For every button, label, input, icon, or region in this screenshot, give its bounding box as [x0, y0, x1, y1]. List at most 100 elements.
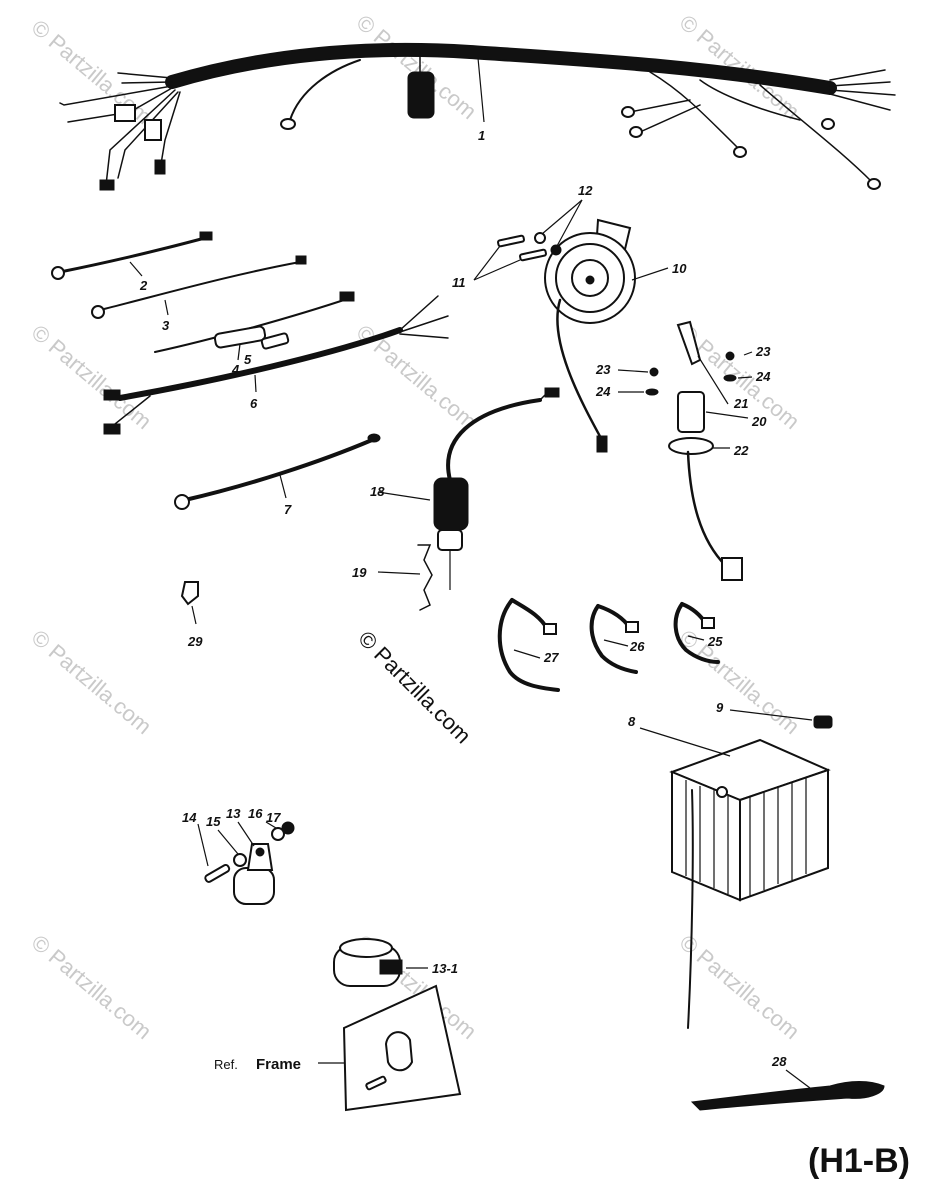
callout-23-left: 23	[595, 362, 611, 377]
harness-terminal	[280, 118, 296, 130]
harness-connector	[99, 179, 115, 191]
callout-25: 25	[707, 634, 723, 649]
frame-label: Frame	[256, 1056, 301, 1073]
callout-20: 20	[751, 414, 767, 429]
watermarks: © Partzilla.com © Partzilla.com © Partzi…	[27, 10, 805, 1044]
callout-2: 2	[139, 278, 148, 293]
fuse-holder	[213, 325, 267, 349]
watermark: © Partzilla.com	[675, 625, 805, 739]
wire-clip: 29	[180, 581, 203, 649]
horn-nut	[550, 244, 562, 256]
spring	[417, 544, 433, 611]
washer	[271, 827, 285, 841]
horn-bolt	[497, 234, 525, 248]
horn-washer	[534, 232, 546, 244]
harness-condenser	[407, 71, 435, 119]
harness-terminal	[867, 178, 881, 190]
watermark: © Partzilla.com	[27, 320, 157, 434]
battery-terminal-bolt	[813, 715, 833, 729]
harness-connector	[154, 159, 166, 175]
lead-wires: 2 3 4 5 6 7	[51, 231, 449, 517]
screw	[725, 351, 735, 361]
ground-terminal	[367, 433, 381, 443]
ignition-switch	[677, 391, 705, 433]
callout-24-right: 24	[755, 369, 771, 384]
wire-terminal	[51, 266, 65, 280]
battery-assembly: 8 9	[628, 700, 833, 1029]
watermark: © Partzilla.com	[27, 15, 157, 129]
harness-connector	[144, 119, 162, 141]
center-watermark: © Partzilla.com	[353, 626, 476, 749]
frame-reference: 13-1 Ref. Frame	[214, 938, 462, 1112]
washer	[723, 374, 737, 382]
wire-terminal	[91, 305, 105, 319]
wire-terminal	[339, 291, 355, 302]
bolt	[204, 863, 231, 883]
callout-13-1: 13-1	[432, 961, 458, 976]
callout-18: 18	[370, 484, 385, 499]
callout-26: 26	[629, 639, 645, 654]
callout-19: 19	[352, 565, 367, 580]
washer	[645, 388, 659, 396]
callout-16: 16	[248, 806, 263, 821]
harness-terminal	[629, 126, 643, 138]
page-code: (H1-B)	[808, 1142, 910, 1180]
stop-switch-assembly: 18 19	[352, 387, 560, 611]
harness-connector	[114, 104, 136, 122]
washer	[233, 853, 247, 867]
wire-connector	[103, 389, 121, 401]
callout-21: 21	[733, 396, 748, 411]
callout-13: 13	[226, 806, 241, 821]
callout-27: 27	[543, 650, 559, 665]
ref-label: Ref.	[214, 1057, 238, 1072]
watermark: © Partzilla.com	[675, 930, 805, 1044]
wire-terminal	[199, 231, 213, 241]
callout-11: 11	[452, 275, 466, 290]
switch-connector	[721, 557, 743, 581]
ground-terminal	[174, 494, 190, 510]
callout-4: 4	[231, 362, 240, 377]
frame-screw	[365, 1075, 387, 1091]
wire-connector	[103, 423, 121, 435]
frame-bracket	[384, 1031, 414, 1072]
callout-15: 15	[206, 814, 221, 829]
callout-9: 9	[716, 700, 724, 715]
callout-28: 28	[771, 1054, 787, 1069]
callout-17: 17	[266, 810, 281, 825]
horn-bolt	[519, 248, 547, 262]
stop-switch	[433, 477, 469, 531]
harness-terminal	[733, 146, 747, 158]
stop-lamp-switch	[233, 867, 275, 905]
nut	[281, 821, 295, 835]
fuse	[260, 332, 290, 350]
callout-24-left: 24	[595, 384, 611, 399]
callout-3: 3	[162, 318, 170, 333]
callout-14: 14	[182, 810, 197, 825]
wire-terminal	[295, 255, 307, 265]
watermark: © Partzilla.com	[27, 930, 157, 1044]
horn-assembly: 10 11 12	[452, 183, 687, 453]
callout-6: 6	[250, 396, 258, 411]
harness-terminal	[621, 106, 635, 118]
horn-terminal	[596, 435, 608, 453]
screw	[649, 367, 659, 377]
battery-bands: 27 26 25	[497, 598, 723, 692]
callout-7: 7	[284, 502, 292, 517]
switch-terminal	[544, 387, 560, 398]
stop-lamp-switch-assembly: 14 15 13 16 17	[182, 806, 295, 905]
callout-12: 12	[578, 183, 593, 198]
watermark: © Partzilla.com	[27, 625, 157, 739]
harness-terminal	[821, 118, 835, 130]
main-wire-harness: 1	[59, 42, 896, 191]
battery-strap: 28	[690, 1054, 885, 1111]
ignition-switch-assembly: 23 24 23 24 21 20 22	[595, 320, 771, 581]
callout-29: 29	[187, 634, 203, 649]
callout-1: 1	[478, 128, 485, 143]
callout-22: 22	[733, 443, 749, 458]
switch-bracket	[668, 437, 714, 455]
callout-8: 8	[628, 714, 636, 729]
callout-23-right: 23	[755, 344, 771, 359]
callout-5: 5	[244, 352, 252, 367]
callout-10: 10	[672, 261, 687, 276]
